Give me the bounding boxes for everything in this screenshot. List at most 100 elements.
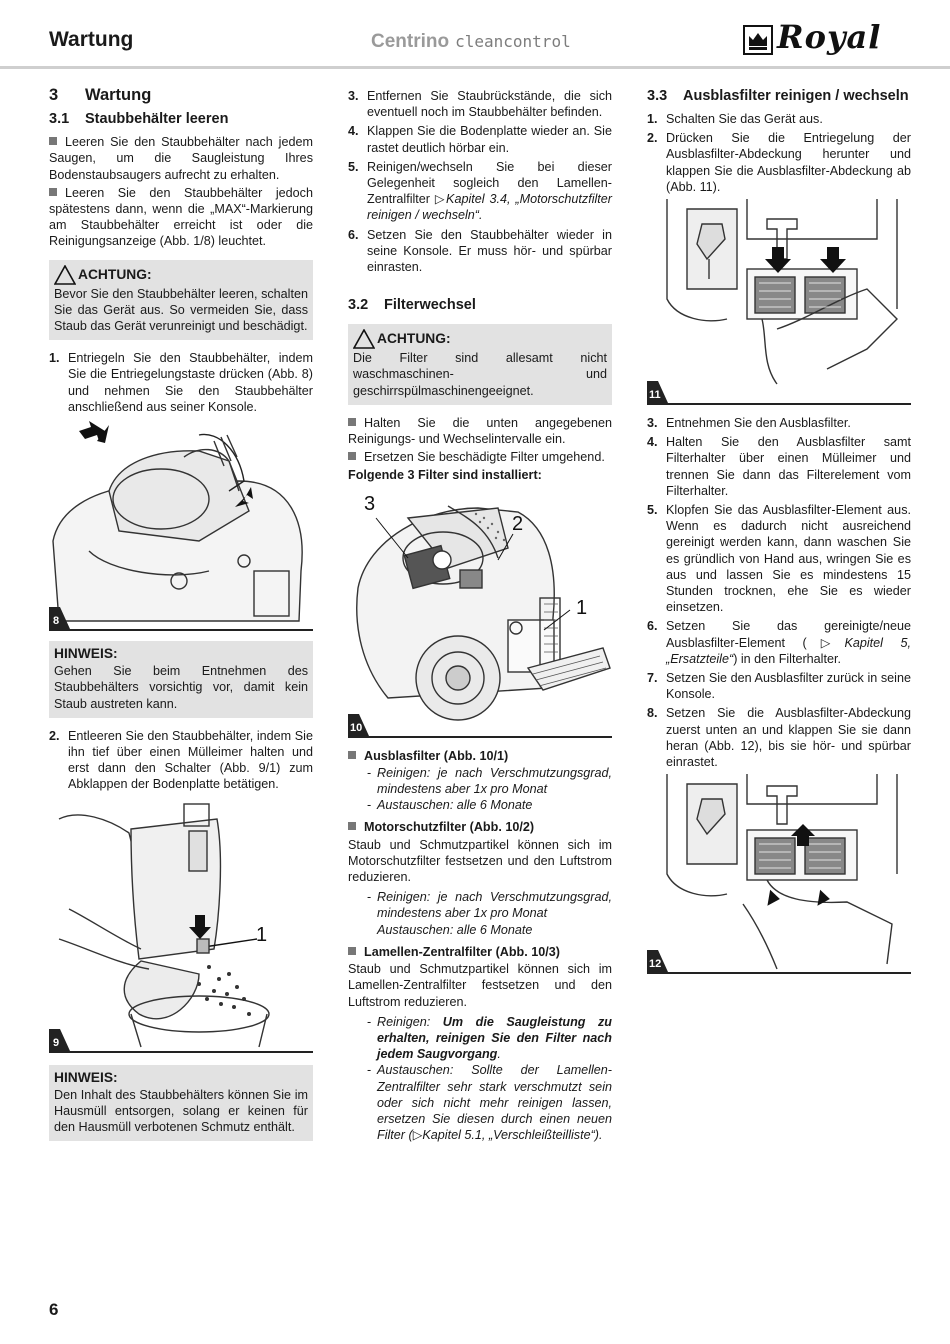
subsection-number: 3.2 [348,297,369,314]
step-text: Entleeren Sie den Staubbehälter, indem S… [68,728,313,792]
step-text-part: Setzen Sie das gereinigte/neue Ausblasfi… [666,619,911,650]
page-number: 6 [49,1300,59,1319]
dash-text-part: Reinigen: [377,1014,443,1029]
reference-arrow-icon: ▷ [806,635,845,650]
step-item: 8.Setzen Sie die Ausblasfilter-Abdeckung… [647,705,911,770]
step-text: Schalten Sie das Gerät aus. [666,112,823,126]
square-bullet-icon [348,946,356,955]
step-number: 1. [49,351,60,366]
step-number: 6. [647,619,658,634]
figure-number: 11 [649,389,661,402]
step-number: 3. [647,416,658,431]
step-text: Setzen Sie den Ausblasfilter zurück in s… [666,671,911,702]
product-name: Centrino [371,31,450,52]
warning-text: Die Filter sind allesamt nicht waschmasc… [353,351,607,398]
dash-item: -Reinigen: je nach Verschmutzungsgrad, m… [367,890,612,937]
square-bullet-icon [49,137,57,146]
step-number: 5. [348,159,359,174]
bullet-paragraph: Leeren Sie den Staubbehälter nach jedem … [49,134,313,183]
filter-heading: Motorschutzfilter (Abb. 10/2) [348,819,612,835]
filter-heading: Lamellen-Zentralfilter (Abb. 10/3) [348,944,612,960]
reference-arrow-icon: ▷ [412,1128,423,1143]
step-item: 1.Schalten Sie das Gerät aus. [647,111,911,127]
vacuum-dust-container-illustration [52,421,303,622]
dash-text: Reinigen: je nach Verschmutzungsgrad, mi… [377,765,612,797]
callout-number: 3 [364,492,376,515]
figure-11: 11 [647,199,911,406]
chapter-reference[interactable]: Kapitel 5.1, „Verschleißteilliste“). [422,1128,603,1143]
step-text: Klopfen Sie das Ausblasfilter-Element au… [666,503,911,615]
warning-text: Bevor Sie den Staubbehälter leeren, scha… [54,286,308,334]
reference-arrow-icon: ▷ [434,192,447,207]
bullet-paragraph: Halten Sie die unten angegebenen Reinigu… [348,415,612,447]
step-item: 1. Entriegeln Sie den Staubbehälter, inde… [49,350,313,415]
note-box: HINWEIS: Den Inhalt des Staubbehälters k… [49,1064,313,1142]
step-number: 5. [647,503,658,518]
callout-number: 2 [512,512,524,535]
dash-item: -Reinigen: je nach Verschmutzungsgrad, m… [367,765,612,797]
chapter-reference[interactable]: Kapitel 5, „Ersatzteile“ [666,635,912,666]
note-title: HINWEIS: [54,646,118,662]
step-number: 3. [348,89,359,103]
figure-number-badge: 11 [647,381,668,404]
square-bullet-icon [348,822,356,831]
note-box: HINWEIS: Gehen Sie beim Entnehmen des St… [49,641,313,718]
step-item: 3. Entfernen Sie Staubrückstände, die sic… [348,88,612,120]
dash-text-part: Reinigen: je nach Verschmutzungsgrad, mi… [377,890,612,921]
step-text: Setzen Sie die Ausblasfilter-Abdeckung z… [666,706,911,770]
crown-icon [743,25,773,55]
step-item: 2. Drücken Sie die Entriegelung der Ausbl… [647,130,911,195]
dash-text: Austauschen: Sollte der Lamellen-Zentral… [377,1062,612,1143]
step-text: Entriegeln Sie den Staubbehälter, indem … [68,351,313,414]
bullet-text: Halten Sie die unten angegebenen Reinigu… [348,415,612,447]
product-sub: cleancontrol [455,32,571,51]
figure-number-badge: 10 [348,713,369,736]
square-bullet-icon [348,452,356,461]
dash-text: Austauschen: alle 6 Monate [377,798,533,813]
step-item: 3.Entnehmen Sie den Ausblasfilter. [647,415,911,431]
square-bullet-icon [348,417,356,426]
exhaust-filter-removal-illustration [666,199,898,385]
dash-item: -Reinigen: Um die Saugleistung zu erhalt… [367,1014,612,1063]
figure-8: 8 [49,421,313,632]
step-text: Entfernen Sie Staubrückstände, die sich … [367,89,612,120]
chapter-reference[interactable]: Kapitel 3.4, „Motorschutzfilter reinigen… [367,192,612,223]
subsection-number: 3.1 [49,111,70,128]
figure-number-badge: 9 [49,1028,70,1051]
step-text-part: Reinigen/wechseln Sie bei dieser Gelegen… [367,159,612,207]
dash-item: -Austauschen: alle 6 Monate [367,797,612,813]
square-bullet-icon [49,187,57,196]
dash-item: -Austauschen: Sollte der Lamellen-Zentra… [367,1062,612,1143]
step-item: 5. Reinigen/wechseln Sie bei dieser Geleg… [348,159,612,224]
section-title: Wartung [85,86,152,104]
step-number: 2. [647,131,658,146]
figure-number: 8 [53,615,60,628]
filter-title: Lamellen-Zentralfilter (Abb. 10/3) [364,944,560,959]
bullet-paragraph: Leeren Sie den Staubbehälter jedoch spät… [49,185,313,250]
figure-badge-icon [49,1028,70,1051]
filter-heading: Ausblasfilter (Abb. 10/1) [348,748,612,764]
step-text: Drücken Sie die Entriegelung der Ausblas… [666,131,911,194]
dash-text: Reinigen: Um die Saugleistung zu erhalte… [377,1014,612,1063]
warning-label: ACHTUNG: [78,266,152,282]
filter-title: Ausblasfilter (Abb. 10/1) [364,748,509,763]
header-title: Wartung [49,28,134,51]
subsection-title: Ausblasfilter reinigen / wechseln [683,88,909,104]
step-number: 2. [49,728,60,743]
step-item: 6.Setzen Sie den Staubbehälter wieder in… [348,227,612,276]
dash-text-part: Austauschen: Sollte der Lamellen-Zentral… [377,1063,612,1143]
figure-10: 3 2 1 10 [348,492,612,738]
note-title: HINWEIS: [54,1069,118,1085]
brand-name: Royal [777,18,882,56]
royal-logo: Royal [743,18,911,59]
bullet-text: Ersetzen Sie beschädigte Filter umgehend… [364,450,605,465]
warning-title: ACHTUNG: [353,329,607,350]
subsection-number: 3.3 [647,88,668,104]
warning-box: ACHTUNG: Die Filter sind allesamt nicht … [348,324,612,405]
step-number: 4. [647,435,658,450]
filter-description: Staub und Schmutzpartikel können sich im… [348,962,612,1009]
figure-badge-icon [348,713,369,736]
step-item: 5. Klopfen Sie das Ausblasfilter-Element … [647,502,911,615]
